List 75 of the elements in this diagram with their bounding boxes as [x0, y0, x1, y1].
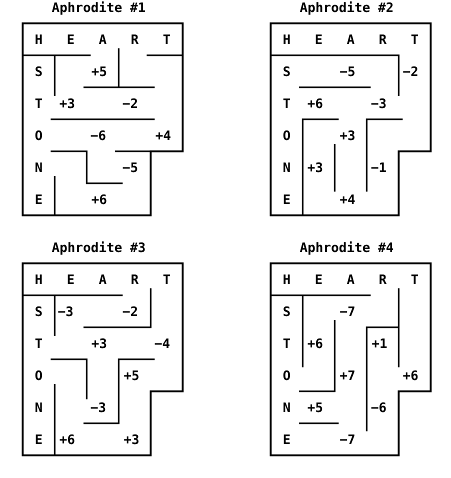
cell-number: −6 — [90, 130, 106, 140]
cell-number: −1 — [371, 162, 386, 172]
row-letter: S — [284, 66, 290, 76]
cell-number: −7 — [340, 306, 354, 316]
row-letter: O — [35, 370, 42, 380]
row-letter: N — [284, 162, 290, 172]
row-letter: N — [36, 402, 42, 412]
row-letter: T — [283, 98, 290, 108]
cell-number: +6 — [308, 98, 322, 108]
cell-number: +3 — [92, 338, 106, 348]
column-letter: T — [411, 34, 418, 44]
cell-number: +4 — [340, 194, 355, 204]
cell-number: +4 — [156, 130, 170, 140]
column-letter: E — [316, 34, 322, 44]
cell-number: −3 — [371, 98, 386, 108]
cell-number: +6 — [308, 338, 322, 348]
row-letter: S — [284, 306, 290, 316]
column-letter: H — [284, 274, 290, 284]
cell-number: +6 — [60, 434, 74, 444]
cell-number: +3 — [308, 162, 322, 172]
column-letter: A — [347, 274, 354, 284]
cell-number: +7 — [340, 370, 354, 380]
column-letter: R — [380, 274, 387, 284]
cell-number: −7 — [340, 434, 354, 444]
column-letter: E — [68, 34, 74, 44]
cell-number: −2 — [403, 66, 418, 76]
cell-number: −5 — [340, 66, 354, 76]
cell-number: +3 — [340, 130, 354, 140]
cell-number: −2 — [122, 306, 137, 316]
column-letter: E — [316, 274, 322, 284]
row-letter: N — [284, 402, 290, 412]
cell-number: −3 — [90, 402, 106, 412]
cell-number: +3 — [124, 434, 138, 444]
column-letter: T — [163, 34, 170, 44]
puzzle-title: Aphrodite #3 — [52, 241, 145, 255]
row-letter: S — [36, 306, 42, 316]
row-letter: O — [283, 370, 290, 380]
row-letter: O — [283, 130, 290, 140]
row-letter: T — [35, 338, 42, 348]
row-letter: E — [284, 194, 290, 204]
row-letter: O — [35, 130, 42, 140]
cell-number: −6 — [371, 402, 386, 412]
column-letter: A — [99, 34, 106, 44]
column-letter: H — [284, 34, 290, 44]
column-letter: A — [99, 274, 106, 284]
row-letter: E — [36, 194, 42, 204]
cell-number: +5 — [124, 370, 138, 380]
puzzle-title: Aphrodite #1 — [52, 1, 146, 15]
column-letter: T — [411, 274, 418, 284]
column-letter: H — [36, 34, 42, 44]
cell-number: +6 — [92, 194, 106, 204]
column-letter: H — [36, 274, 42, 284]
cell-number: +5 — [92, 66, 106, 76]
cell-number: −4 — [154, 338, 170, 348]
column-letter: R — [132, 274, 139, 284]
cell-number: −3 — [58, 306, 73, 316]
column-letter: R — [380, 34, 387, 44]
column-letter: A — [347, 34, 354, 44]
puzzle-title: Aphrodite #2 — [300, 1, 393, 15]
cell-number: −5 — [122, 162, 138, 172]
row-letter: N — [36, 162, 42, 172]
cell-number: +3 — [60, 98, 74, 108]
cell-number: +5 — [308, 402, 322, 412]
row-letter: E — [284, 434, 290, 444]
puzzle-title: Aphrodite #4 — [300, 241, 394, 255]
row-letter: T — [35, 98, 42, 108]
cell-number: +1 — [372, 338, 387, 348]
cell-number: −2 — [122, 98, 137, 108]
row-letter: E — [36, 434, 42, 444]
row-letter: T — [283, 338, 290, 348]
column-letter: E — [68, 274, 74, 284]
row-letter: S — [36, 66, 42, 76]
column-letter: T — [163, 274, 170, 284]
cell-number: +6 — [403, 370, 418, 380]
column-letter: R — [132, 34, 139, 44]
